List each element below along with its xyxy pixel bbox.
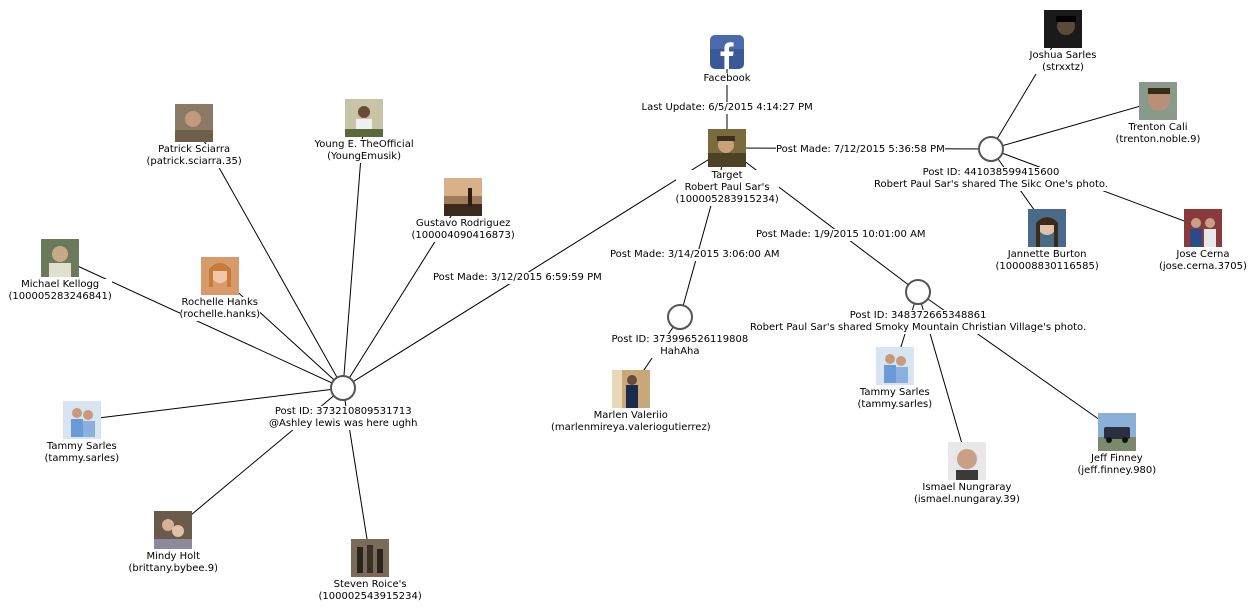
post-edge-label: Post Made: 7/12/2015 5:36:58 PM [776,144,945,156]
person-handle: (100005283246841) [8,291,112,302]
person-name: Gustavo Rodriguez [415,218,511,229]
person-name: Tammy Sarles [859,387,930,398]
person-avatar[interactable] [1044,10,1082,48]
person-name: Steven Roice's [333,579,407,590]
post-label: Post ID: 348372665348861 Robert Paul Sar… [750,310,1087,334]
person-handle: (jeff.finney.980) [1077,465,1157,476]
person-avatar[interactable] [1184,209,1222,247]
person-handle: (tammy.sarles) [44,453,120,464]
person-name: Ismael Nungraray [922,482,1012,493]
person-handle: (brittany.bybee.9) [128,563,218,574]
target-avatar[interactable] [708,129,746,167]
person-label: Tammy Sarles(tammy.sarles) [44,441,120,465]
person-handle: (100002543915234) [318,591,422,602]
person-name: Rochelle Hanks [181,297,258,308]
target-label: Target Robert Paul Sar's (10000528391523… [675,170,779,206]
person-label: Young E. TheOfficial(YoungEmusik) [314,139,414,163]
person-label: Steven Roice's(100002543915234) [318,579,422,603]
person-name: Tammy Sarles [46,441,117,452]
person-name: Jeff Finney [1090,453,1143,464]
person-handle: (marlenmireya.valeriogutierrez) [551,422,711,433]
person-name: Mindy Holt [146,551,200,562]
facebook-icon[interactable] [710,35,744,69]
person-edge [81,387,344,421]
person-handle: (jose.cerna.3705) [1159,261,1247,272]
person-avatar[interactable] [612,370,650,408]
post-label: Post ID: 441038599415600 Robert Paul Sar… [874,167,1109,191]
post-edge-label: Post Made: 3/14/2015 3:06:00 AM [610,249,780,261]
person-avatar[interactable] [63,401,101,439]
post-node[interactable] [978,136,1004,162]
person-avatar[interactable] [876,347,914,385]
person-edge [219,275,344,389]
post-edge [342,147,728,389]
person-name: Joshua Sarles [1029,50,1097,61]
person-avatar[interactable] [345,99,383,137]
person-name: Patrick Sciarra [158,144,231,155]
target-name: Robert Paul Sar's [684,182,770,193]
person-label: Jose Cerna(jose.cerna.3705) [1159,249,1247,273]
post-edge-label: Post Made: 1/9/2015 10:01:00 AM [756,229,926,241]
post-edge-label: Post Made: 3/12/2015 6:59:59 PM [433,272,602,284]
person-avatar[interactable] [154,511,192,549]
person-label: Rochelle Hanks(rochelle.hanks) [179,297,261,321]
person-avatar[interactable] [1028,209,1066,247]
person-handle: (100008830116585) [995,261,1099,272]
person-handle: (rochelle.hanks) [179,309,261,320]
person-avatar[interactable] [1139,82,1177,120]
person-label: Jeff Finney(jeff.finney.980) [1077,453,1157,477]
person-handle: (strxxtz) [1042,62,1084,73]
person-name: Young E. TheOfficial [314,139,414,150]
post-label: Post ID: 373996526119808 HahAha [611,334,749,358]
source-name: Facebook [703,73,751,84]
person-avatar[interactable] [948,442,986,480]
person-handle: (YoungEmusik) [327,151,401,162]
person-label: Gustavo Rodriguez(100004090416873) [411,218,515,242]
person-label: Mindy Holt(brittany.bybee.9) [128,551,218,575]
target-id: (100005283915234) [675,194,779,205]
person-avatar[interactable] [175,104,213,142]
person-label: Trenton Cali(trenton.noble.9) [1115,122,1201,146]
post-node[interactable] [330,375,356,401]
person-name: Marlen Valeriio [593,410,668,421]
person-label: Michael Kellogg(100005283246841) [8,279,112,303]
person-handle: (patrick.sciarra.35) [146,156,242,167]
post-id: Post ID: 441038599415600 [922,167,1060,178]
post-text: HahAha [660,346,700,357]
post-label: Post ID: 373210809531713 @Ashley lewis w… [269,406,418,430]
person-label: Joshua Sarles(strxxtz) [1029,50,1097,74]
person-label: Tammy Sarles(tammy.sarles) [857,387,933,411]
person-name: Trenton Cali [1128,122,1188,133]
post-text: @Ashley lewis was here ughh [269,418,418,429]
person-label: Jannette Burton(100008830116585) [995,249,1099,273]
person-name: Jannette Burton [1007,249,1087,260]
person-edge [990,100,1159,150]
person-avatar[interactable] [201,257,239,295]
person-handle: (ismael.nungaray.39) [914,494,1020,505]
person-handle: (trenton.noble.9) [1115,134,1201,145]
post-text: Robert Paul Sar's shared The Sikc One's … [874,179,1109,190]
source-edge-label: Last Update: 6/5/2015 4:14:27 PM [641,102,813,114]
person-handle: (100004090416873) [411,230,515,241]
post-id: Post ID: 373996526119808 [611,334,749,345]
post-node[interactable] [667,304,693,330]
person-avatar[interactable] [444,178,482,216]
person-label: Ismael Nungraray(ismael.nungaray.39) [914,482,1020,506]
person-edge [990,28,1064,150]
post-id: Post ID: 373210809531713 [274,406,412,417]
source-label: Facebook [703,73,751,85]
person-label: Marlen Valeriio(marlenmireya.valerioguti… [551,410,711,434]
person-label: Patrick Sciarra(patrick.sciarra.35) [146,144,242,168]
target-title: Target [711,170,743,181]
person-avatar[interactable] [351,539,389,577]
post-id: Post ID: 348372665348861 [849,310,987,321]
person-name: Michael Kellogg [21,279,100,290]
person-avatar[interactable] [41,239,79,277]
post-node[interactable] [905,279,931,305]
person-edge [342,117,365,389]
person-avatar[interactable] [1098,413,1136,451]
person-name: Jose Cerna [1176,249,1230,260]
person-handle: (tammy.sarles) [857,399,933,410]
post-text: Robert Paul Sar's shared Smoky Mountain … [750,322,1087,333]
